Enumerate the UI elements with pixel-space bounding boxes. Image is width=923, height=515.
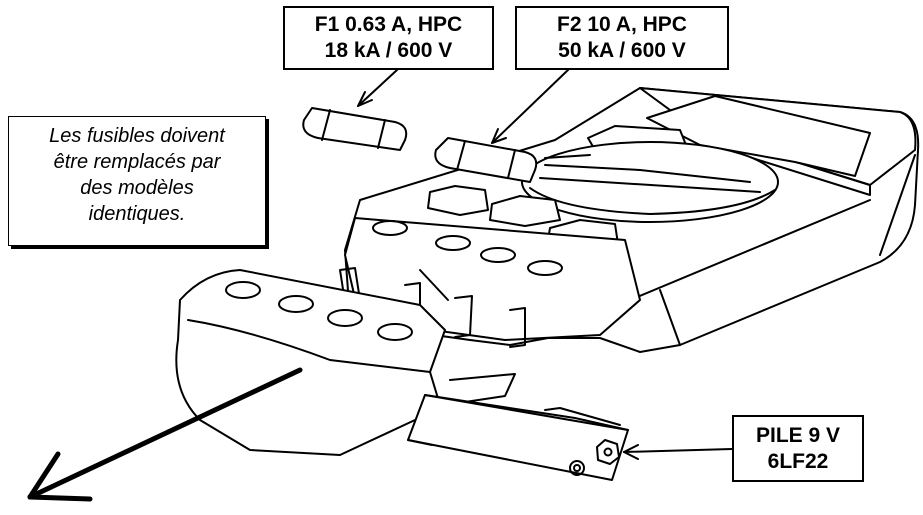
fuse2-spec-line2: 50 kA / 600 V bbox=[558, 39, 686, 62]
fuse-replacement-note: Les fusibles doivent être remplacés par … bbox=[8, 116, 266, 246]
fuse-f2 bbox=[434, 137, 538, 183]
note-line3: des modèles bbox=[80, 177, 194, 199]
note-line4: identiques. bbox=[88, 203, 186, 225]
battery-spec-label: PILE 9 V 6LF22 bbox=[732, 415, 864, 482]
removal-direction-arrow bbox=[27, 367, 303, 502]
fuse1-arrow bbox=[357, 69, 398, 107]
fuse-f1 bbox=[302, 107, 408, 151]
fuse1-spec-line2: 18 kA / 600 V bbox=[324, 39, 453, 62]
fuse1-spec-label: F1 0.63 A, HPC 18 kA / 600 V bbox=[283, 6, 494, 70]
battery-9v bbox=[407, 394, 629, 481]
note-line1: Les fusibles doivent bbox=[49, 125, 225, 147]
battery-spec-line2: 6LF22 bbox=[767, 449, 829, 473]
fuse1-spec-line1: F1 0.63 A, HPC bbox=[314, 13, 463, 36]
note-line2: être remplacés par bbox=[53, 151, 221, 173]
battery-spec-line1: PILE 9 V bbox=[755, 423, 841, 447]
rotary-dial bbox=[521, 141, 779, 223]
fuse2-arrow bbox=[491, 69, 569, 144]
fuse2-spec-label: F2 10 A, HPC 50 kA / 600 V bbox=[515, 6, 729, 70]
fuse2-spec-line1: F2 10 A, HPC bbox=[557, 13, 687, 36]
battery-arrow bbox=[623, 444, 733, 460]
